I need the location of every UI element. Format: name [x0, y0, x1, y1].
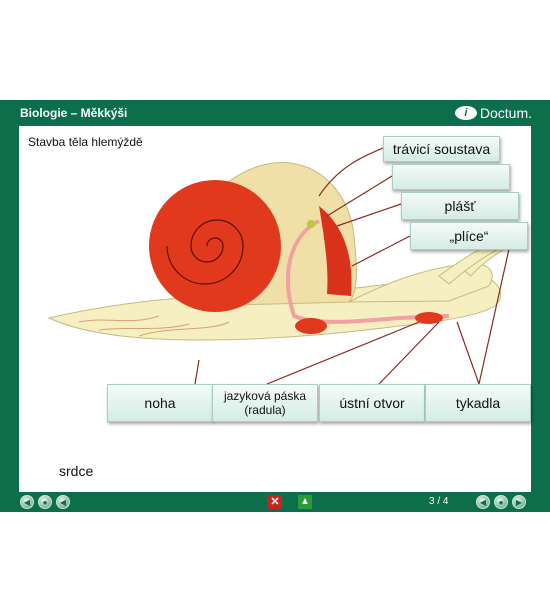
- content-panel: Stavba těla hlemýždě trávicí soustava pl…: [19, 126, 531, 492]
- first-page-icon[interactable]: ◀: [20, 495, 34, 509]
- label-foot[interactable]: noha: [107, 384, 213, 422]
- mouth-mass: [415, 312, 443, 324]
- shell: [149, 180, 281, 312]
- home-icon[interactable]: ●: [494, 495, 508, 509]
- label-lungs[interactable]: „plíce“: [410, 222, 528, 250]
- label-mantle[interactable]: plášť: [401, 192, 519, 220]
- app-window: Biologie – Měkkýši i Doctum.: [0, 100, 550, 512]
- tree-icon[interactable]: ▲: [298, 495, 312, 509]
- header-bar: Biologie – Měkkýši i Doctum.: [0, 100, 550, 126]
- info-icon[interactable]: ●: [38, 495, 52, 509]
- page-title: Biologie – Měkkýši: [20, 106, 128, 120]
- page-indicator: 3 / 4: [429, 496, 449, 507]
- label-radula[interactable]: jazyková páska (radula): [212, 384, 318, 422]
- label-mouth-opening[interactable]: ústní otvor: [319, 384, 425, 422]
- close-icon[interactable]: ✕: [268, 495, 282, 509]
- mantle: [319, 206, 352, 296]
- digestive-tract: [286, 219, 450, 324]
- logo-text: Doctum.: [479, 105, 532, 121]
- heart: [295, 318, 327, 334]
- draggable-term-heart[interactable]: srdce: [59, 463, 94, 479]
- label-empty-slot[interactable]: [392, 164, 510, 190]
- label-radula-line1: jazyková páska: [223, 389, 307, 403]
- diagram-subtitle: Stavba těla hlemýždě: [28, 135, 143, 149]
- info-logo-icon: i: [454, 106, 477, 120]
- doctum-logo: i Doctum.: [454, 105, 532, 121]
- back-icon[interactable]: ◀: [476, 495, 490, 509]
- label-tentacles[interactable]: tykadla: [425, 384, 531, 422]
- label-radula-line2: (radula): [244, 403, 286, 417]
- next-icon[interactable]: ▶: [512, 495, 526, 509]
- footer-bar: ◀ ● ◀ ✕ ▲ 3 / 4 ◀ ● ▶: [0, 492, 550, 512]
- label-digestive-system[interactable]: trávicí soustava: [383, 136, 500, 162]
- prev-icon[interactable]: ◀: [56, 495, 70, 509]
